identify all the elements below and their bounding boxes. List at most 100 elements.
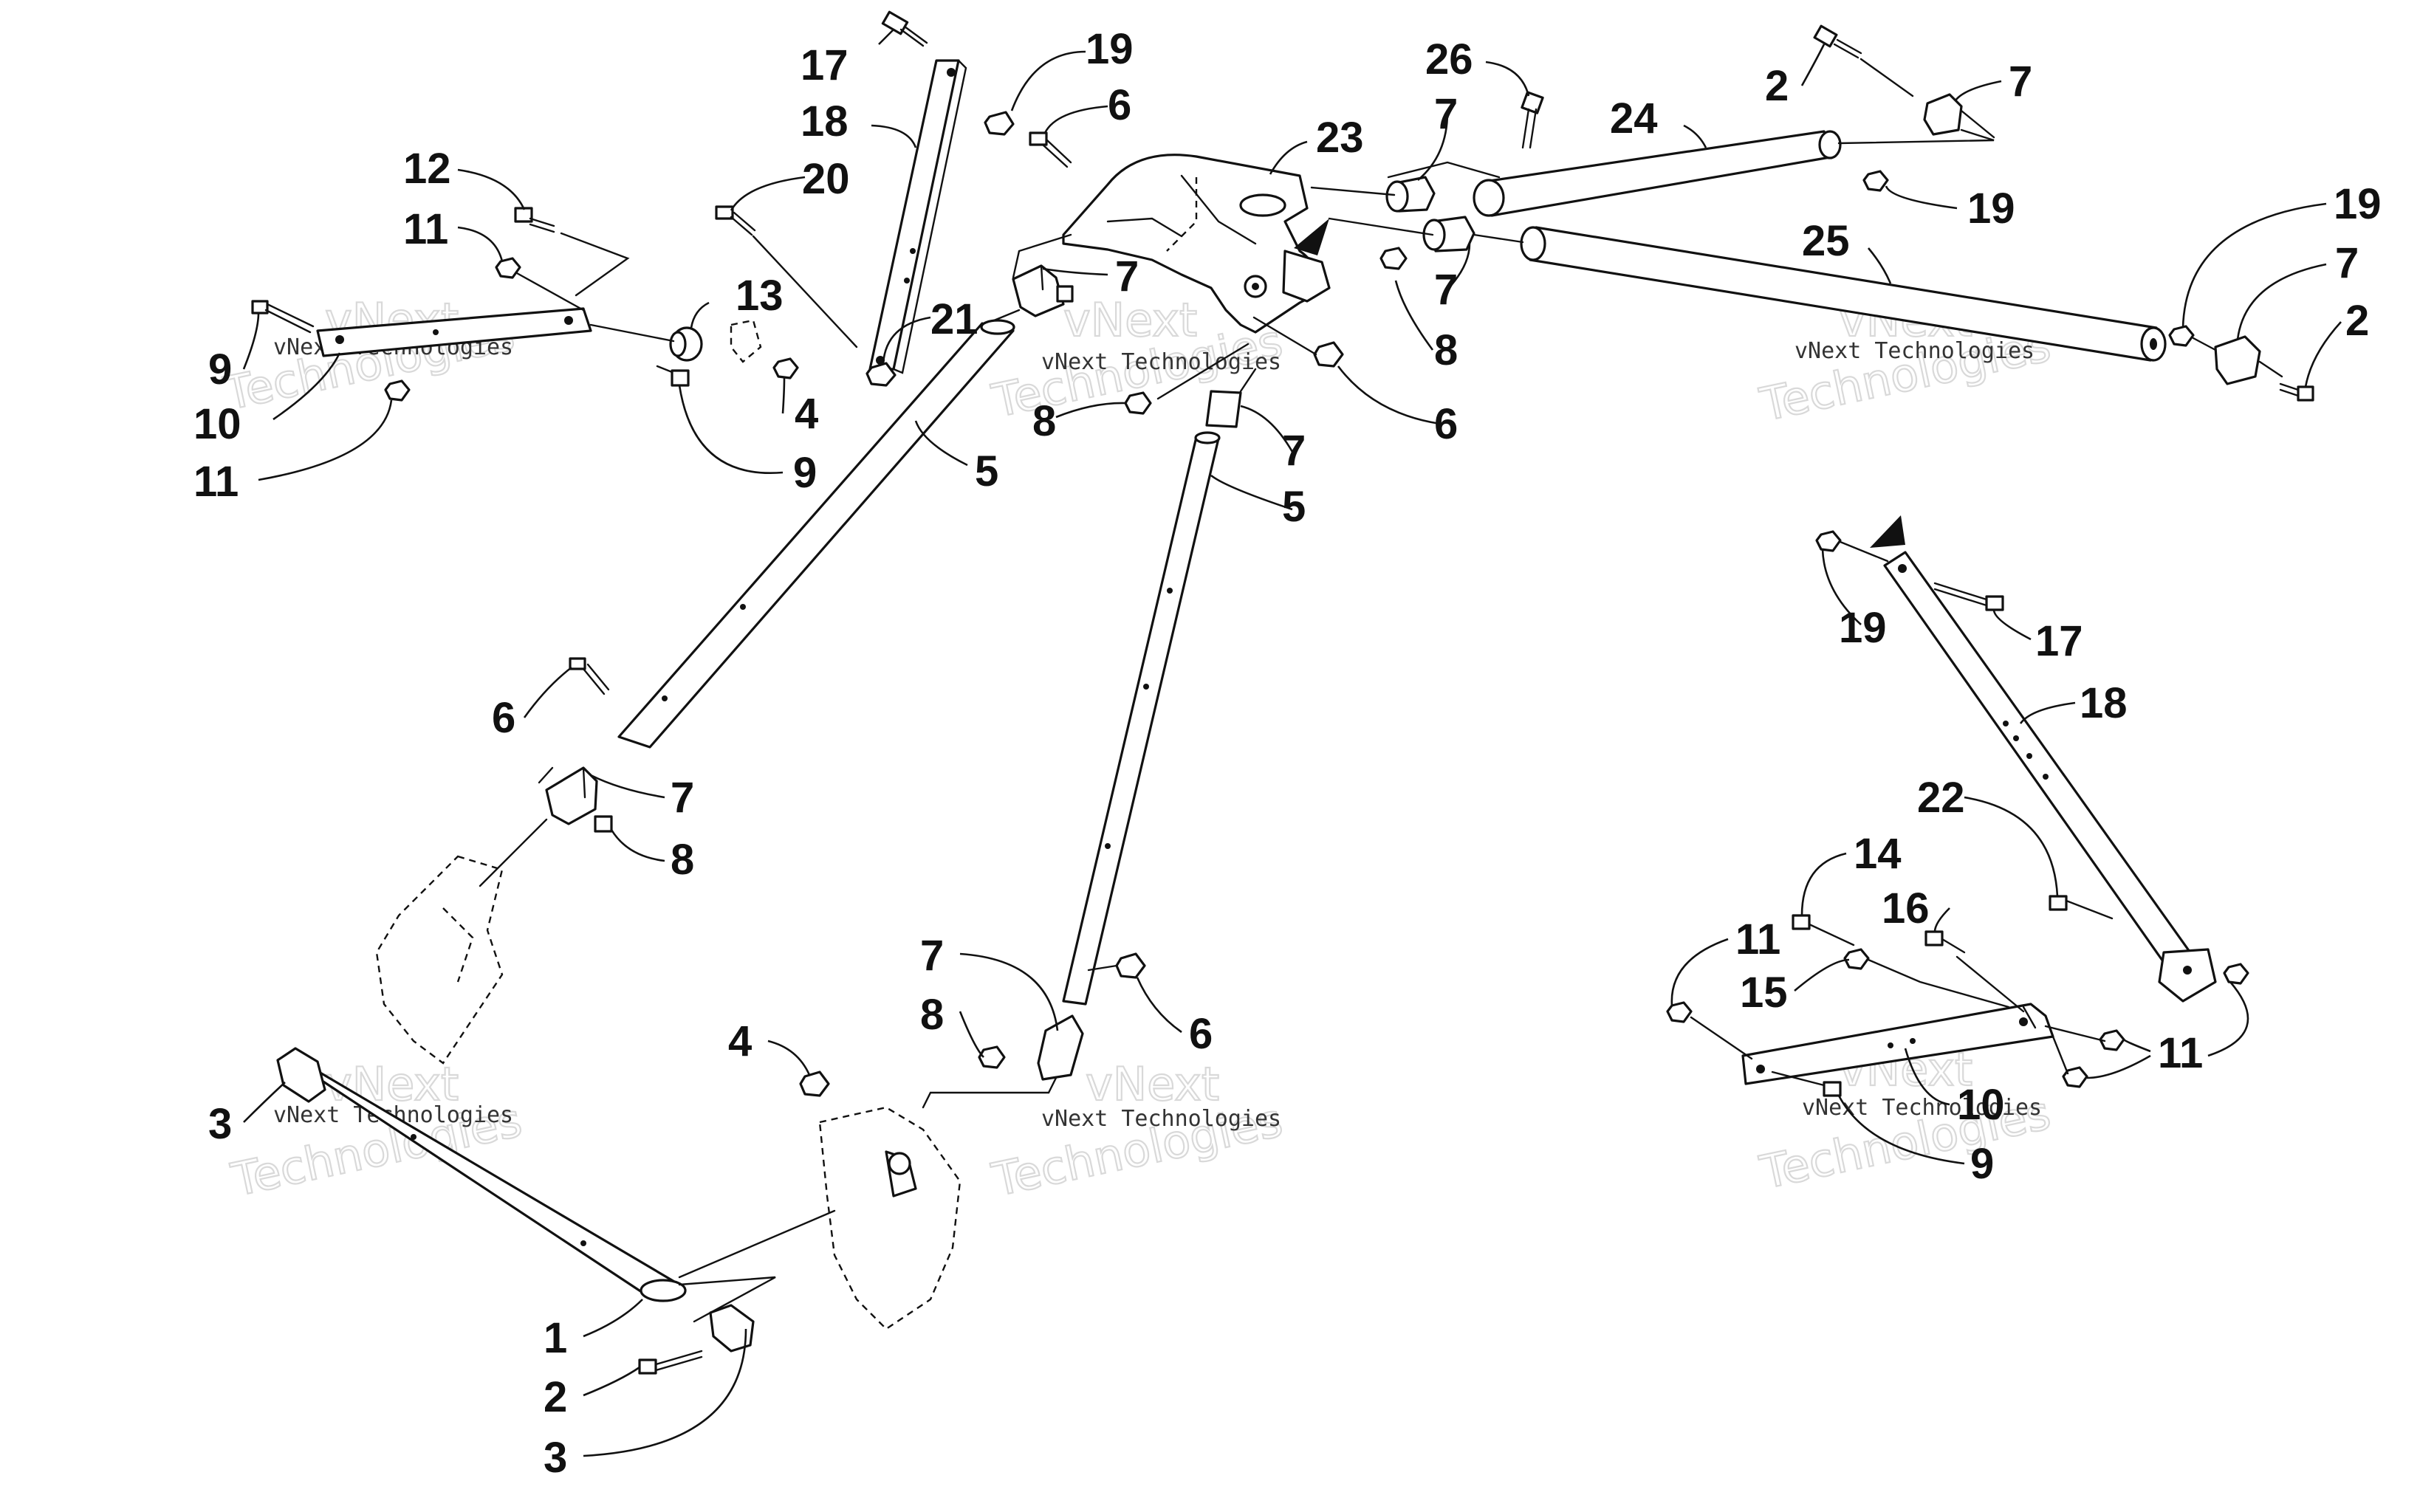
parts-layer: [251, 10, 2314, 1375]
bolt-9-lower: [656, 365, 690, 387]
nut-19-right-strut: [1815, 530, 1842, 552]
callout-10: 10: [1957, 1081, 2005, 1129]
callout-7: 7: [920, 932, 944, 980]
callout-6: 6: [492, 694, 515, 742]
callout-19: 19: [2334, 180, 2382, 228]
watermark-brand: vNext: [1086, 1057, 1219, 1111]
callout-12: 12: [403, 145, 451, 193]
bushing-13: [669, 326, 703, 362]
mount-bracket-center: [818, 1106, 962, 1330]
head-gusset-23: [1062, 154, 1331, 334]
callout-19: 19: [1839, 604, 1887, 652]
nut-6-center-bottom: [1115, 952, 1146, 979]
sleeve-7-mid-left: [545, 766, 598, 825]
right-strut-18: [1870, 515, 2217, 1003]
sleeve-7-center-bottom: [1037, 1014, 1084, 1081]
nut-6-center: [1313, 341, 1344, 368]
watermark-caption: vNext Technologies: [1802, 1095, 2042, 1121]
bolt-2-upper: [1813, 24, 1862, 59]
callout-14: 14: [1854, 830, 1902, 878]
callout-8: 8: [920, 991, 944, 1039]
callout-23: 23: [1316, 114, 1364, 162]
callout-2: 2: [544, 1373, 567, 1421]
callout-9: 9: [1970, 1140, 1994, 1188]
callout-18: 18: [2080, 679, 2128, 727]
sleeve-7-far-right: [2214, 335, 2261, 385]
setscrew-8-center-bottom: [978, 1045, 1006, 1069]
callout-8: 8: [1032, 397, 1056, 445]
bolt-6-top: [1029, 131, 1072, 168]
callout-9: 9: [208, 346, 232, 394]
callout-3: 3: [208, 1100, 232, 1148]
bolt-9-right: [1771, 1071, 1842, 1097]
tube-5-center: [1062, 431, 1221, 1006]
nut-11-upper: [495, 257, 521, 279]
mount-bracket-left: [375, 818, 548, 1065]
callout-3: 3: [544, 1434, 567, 1482]
link-bar-10-left: [316, 307, 592, 357]
callout-19: 19: [1086, 25, 1134, 73]
bolt-12: [514, 207, 555, 233]
callout-6: 6: [1108, 81, 1131, 129]
callout-25: 25: [1802, 217, 1850, 265]
callout-8: 8: [671, 836, 694, 884]
callout-16: 16: [1882, 884, 1930, 932]
callout-labels: 17 19 18 6 20 12 11 9 10 11 13 4 9 21 7 …: [193, 25, 2382, 1482]
bolt-20: [715, 205, 756, 236]
callout-2: 2: [2345, 297, 2369, 345]
callout-11: 11: [403, 205, 448, 253]
watermark-brand: vNext: [325, 1057, 459, 1111]
callout-6: 6: [1189, 1010, 1213, 1058]
sleeve-7-center-top: [1205, 390, 1242, 428]
callout-5: 5: [975, 447, 998, 495]
callout-7: 7: [1282, 427, 1306, 475]
callout-4: 4: [795, 390, 818, 438]
watermark-caption: vNext Technologies: [1795, 338, 2035, 364]
callout-8: 8: [1434, 326, 1458, 374]
callout-10: 10: [193, 400, 241, 448]
setscrew-8-right: [1379, 247, 1408, 270]
callout-26: 26: [1425, 35, 1473, 83]
callout-7: 7: [1434, 266, 1458, 314]
watermark-caption: vNext Technologies: [1041, 1106, 1281, 1132]
callout-21: 21: [930, 295, 978, 343]
callout-11: 11: [1735, 915, 1780, 963]
setscrew-8-mid-left: [594, 815, 613, 833]
callout-15: 15: [1740, 969, 1788, 1017]
callout-7: 7: [671, 774, 694, 822]
tube-25-lower: [1520, 226, 2167, 362]
nut-19-top: [984, 111, 1015, 136]
bolt-17-top: [881, 10, 928, 47]
sleeve-7-upper-left: [1012, 264, 1065, 317]
watermark-brand: vNext: [1063, 293, 1197, 347]
callout-11: 11: [2158, 1029, 2203, 1077]
callout-7: 7: [1115, 252, 1139, 300]
bolt-22: [2049, 895, 2114, 920]
nut-19-far-right: [2168, 325, 2195, 347]
callout-5: 5: [1282, 483, 1306, 531]
bolt-2-far-right: [2279, 382, 2314, 402]
bolt-2-lower: [638, 1350, 703, 1375]
callout-19: 19: [1967, 185, 2015, 233]
nut-11-right-strut: [2223, 963, 2249, 985]
callout-6: 6: [1434, 400, 1458, 448]
nut-11-lower: [384, 379, 411, 402]
nut-11-right-c: [2062, 1066, 2088, 1088]
cap-7-far-upper: [1923, 93, 1995, 139]
nut-11-right-a: [1666, 1001, 1693, 1023]
callout-4: 4: [728, 1017, 752, 1065]
callout-11: 11: [193, 458, 239, 506]
bolt-14: [1792, 914, 1855, 946]
nut-15: [1843, 948, 1870, 970]
setscrew-8-upper-left: [1056, 285, 1074, 303]
nut-4-center: [799, 1071, 830, 1097]
nut-21: [865, 362, 897, 387]
watermark-caption: vNext Technologies: [1041, 349, 1281, 375]
clamp-3-upper: [276, 1047, 326, 1103]
tube-5-left: [617, 319, 1015, 749]
callout-1: 1: [544, 1314, 567, 1362]
tube-24-upper: [1473, 130, 1842, 217]
leader-lines: [242, 29, 2342, 1457]
bolt-16: [1924, 930, 1966, 954]
small-bracket-4: [730, 319, 799, 379]
